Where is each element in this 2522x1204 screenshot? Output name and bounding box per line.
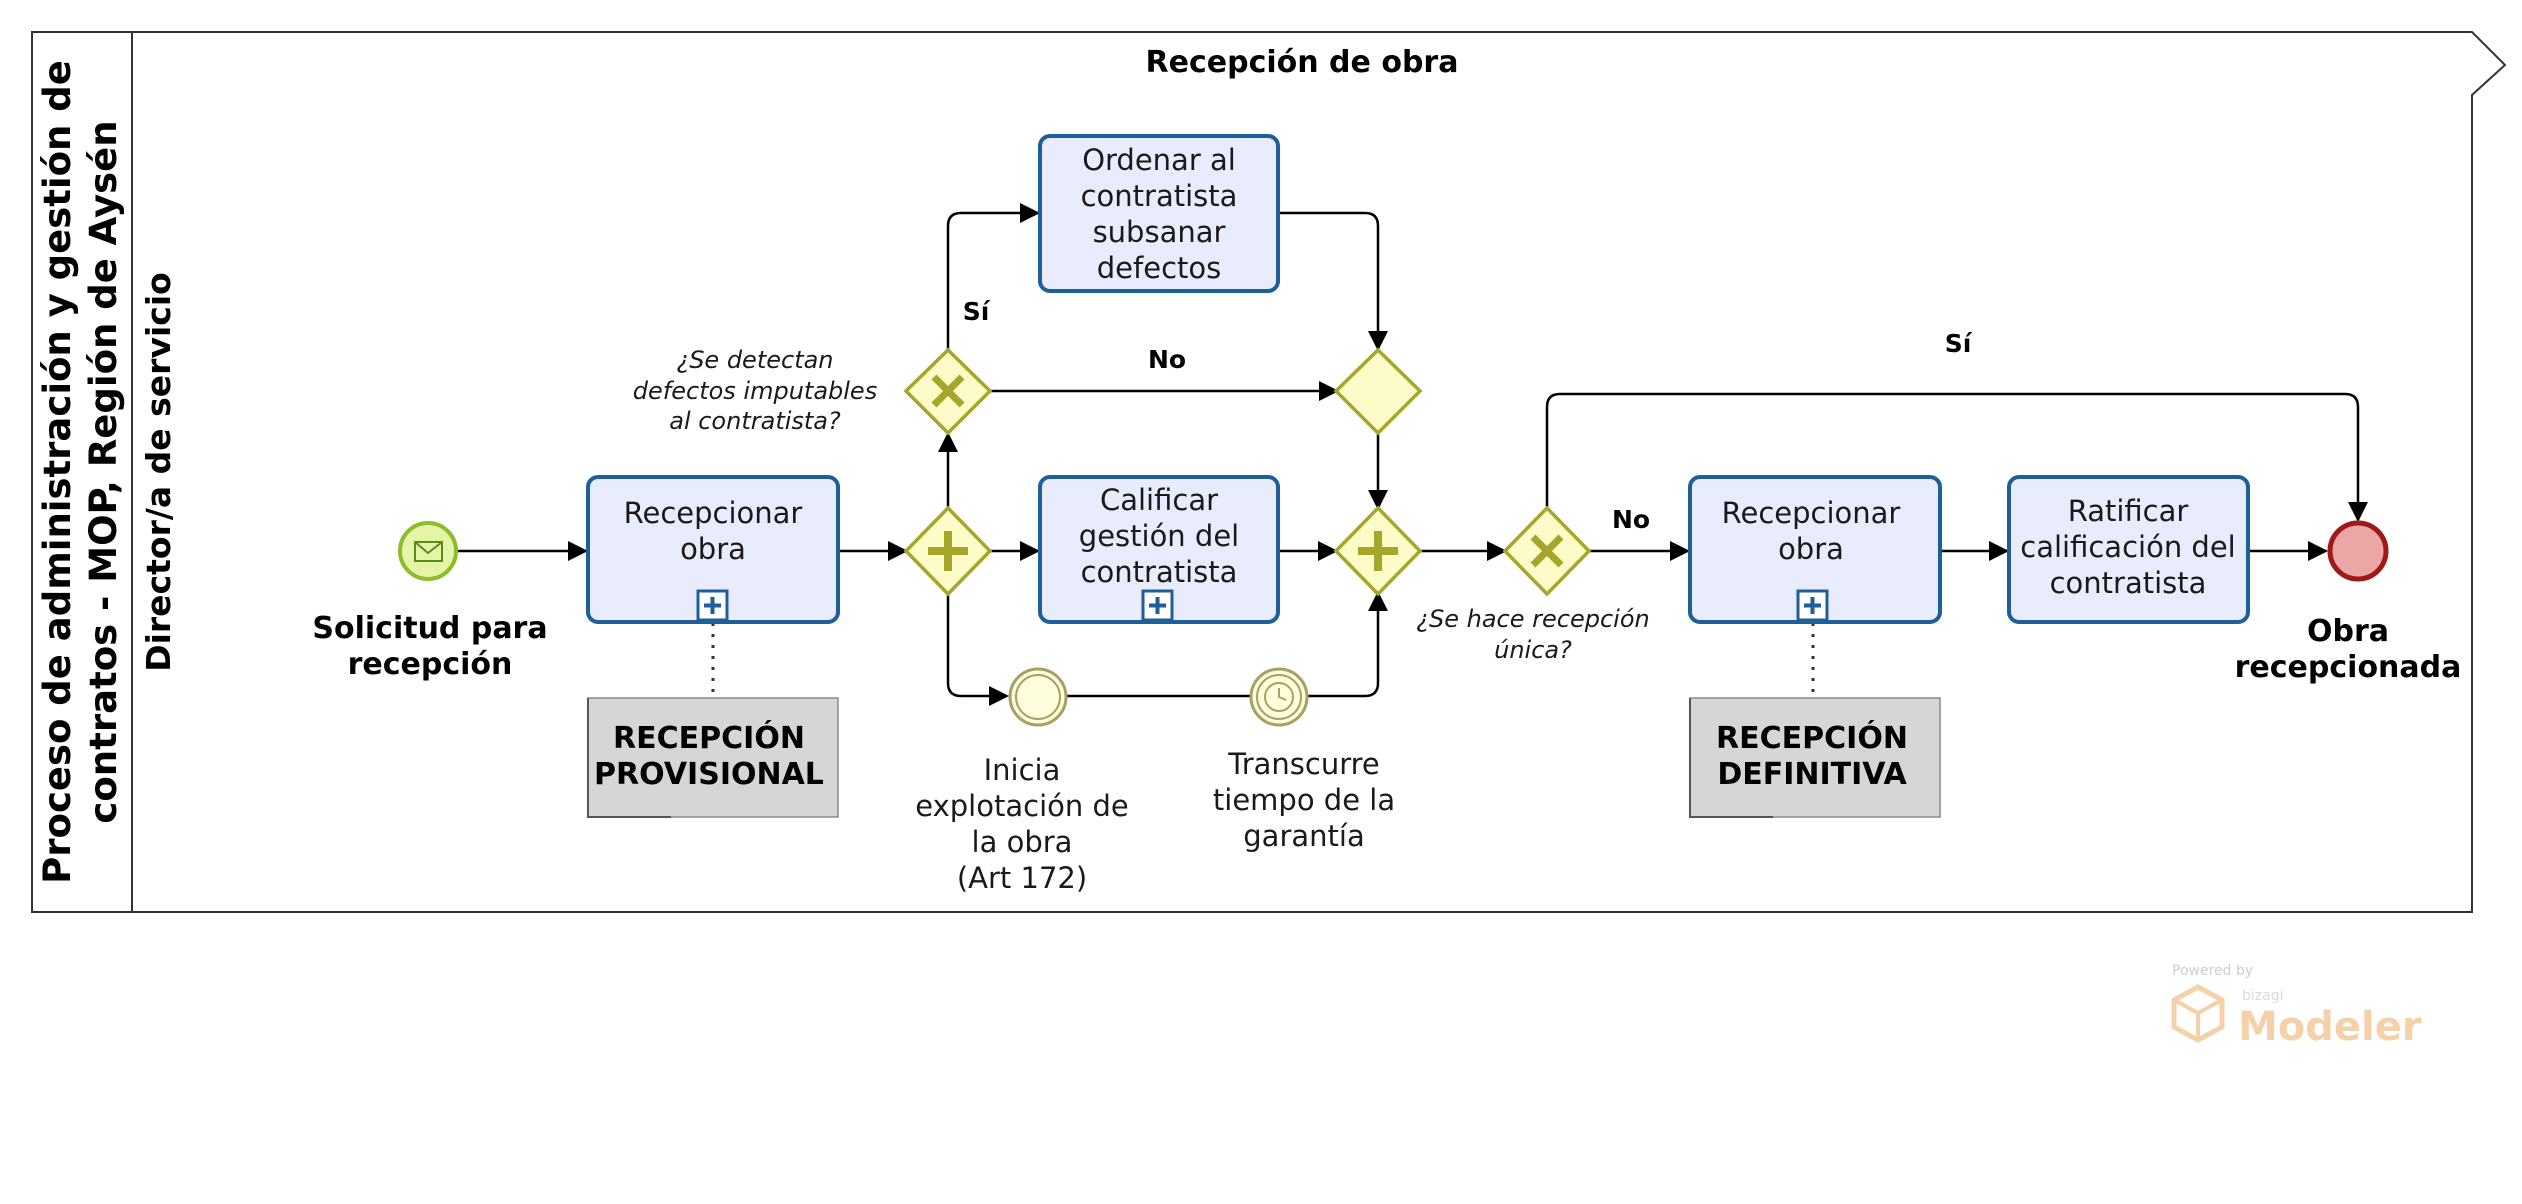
timer-event-transcurre[interactable] <box>1249 667 1309 727</box>
flow-si-to-end[interactable] <box>1545 392 2368 522</box>
subprocess-title: Recepción de obra <box>1146 45 1459 80</box>
annotation-line: DEFINITIVA <box>1717 757 1907 792</box>
task-label: subsanar <box>1093 215 1226 249</box>
task-label: calificación del <box>2020 530 2235 564</box>
flow-label-si: Sí <box>963 297 991 326</box>
task-label: Recepcionar <box>624 496 803 530</box>
gateway-question: ¿Se detectan <box>676 346 833 374</box>
flow-label-si: Sí <box>1945 329 1973 358</box>
annotation-line: RECEPCIÓN <box>1716 719 1908 756</box>
flow-si-to-ordenar[interactable] <box>946 203 1040 352</box>
end-event[interactable] <box>2327 520 2389 582</box>
task-label: Calificar <box>1100 483 1218 517</box>
gateway-question: única? <box>1494 636 1572 664</box>
start-event[interactable] <box>398 521 458 581</box>
start-event-label-1: Solicitud para <box>312 611 547 646</box>
x-icon <box>931 374 965 408</box>
event-label: la obra <box>972 825 1073 859</box>
sequence-flows <box>458 203 2368 706</box>
watermark-brand: Modeler <box>2238 1004 2422 1050</box>
task-label: gestión del <box>1079 519 1239 553</box>
exclusive-gateway-defectos[interactable] <box>903 347 993 436</box>
flow-label-no: No <box>1148 345 1186 374</box>
annotation-line: RECEPCIÓN <box>613 719 805 756</box>
event-label: garantía <box>1243 819 1364 853</box>
task-label: Ordenar al <box>1082 143 1236 177</box>
event-label: (Art 172) <box>957 861 1087 895</box>
gateway-question: ¿Se hace recepción <box>1416 605 1649 633</box>
task-label: Recepcionar <box>1722 496 1901 530</box>
task-ordenar-contratista[interactable]: Ordenar al contratista subsanar defectos <box>1038 134 1280 293</box>
task-label: contratista <box>1081 179 1238 213</box>
pool-name-line2: contratos - MOP, Región de Aysén <box>82 120 125 823</box>
end-event-label-1: Obra <box>2307 614 2389 649</box>
start-event-label-2: recepción <box>348 647 513 682</box>
event-label: Transcurre <box>1227 747 1380 781</box>
parallel-gateway-split[interactable] <box>903 505 993 597</box>
envelope-icon <box>414 541 443 562</box>
task-label: defectos <box>1097 251 1221 285</box>
exclusive-gateway-unica[interactable] <box>1502 505 1592 597</box>
event-label: Inicia <box>984 753 1061 787</box>
task-label: contratista <box>1081 555 1238 589</box>
gateway-question: defectos imputables <box>633 377 877 405</box>
task-label: contratista <box>2050 566 2207 600</box>
flow-parallel-to-inicia[interactable] <box>946 593 1009 706</box>
watermark-brand-small: bizagi <box>2242 988 2283 1004</box>
task-ratificar-calificacion[interactable]: Ratificar calificación del contratista <box>2007 475 2250 624</box>
flow-transcurre-to-join[interactable] <box>1307 591 1388 698</box>
task-calificar-gestion[interactable]: Calificar gestión del contratista <box>1038 475 1280 624</box>
watermark-powered-by: Powered by <box>2172 963 2253 979</box>
pool-name-line1: Proceso de administración y gestión de <box>36 60 79 884</box>
annotation-line: PROVISIONAL <box>594 757 824 792</box>
task-recepcionar-obra-2[interactable]: Recepcionar obra <box>1688 475 1942 624</box>
parallel-gateway-join[interactable] <box>1333 505 1423 597</box>
event-label: tiempo de la <box>1213 783 1395 817</box>
subprocess-expand-icon[interactable] <box>1796 589 1829 622</box>
annotation-definitiva: RECEPCIÓN DEFINITIVA <box>1689 697 1941 818</box>
bizagi-logo-icon <box>2171 984 2225 1043</box>
task-label: Ratificar <box>2068 494 2189 528</box>
subprocess-expand-icon[interactable] <box>696 589 729 622</box>
event-label: explotación de <box>915 789 1128 823</box>
bizagi-watermark: Powered by bizagi Modeler <box>2171 963 2422 1050</box>
flow-label-no: No <box>1612 505 1650 534</box>
task-recepcionar-obra-1[interactable]: Recepcionar obra <box>586 475 840 624</box>
end-event-label-2: recepcionada <box>2235 650 2462 685</box>
annotation-provisional: RECEPCIÓN PROVISIONAL <box>587 697 839 818</box>
x-icon <box>1530 534 1564 568</box>
flow-ordenar-to-merge[interactable] <box>1279 211 1388 351</box>
exclusive-gateway-merge[interactable] <box>1333 347 1423 436</box>
gateway-question: al contratista? <box>669 407 841 435</box>
plus-icon <box>928 531 968 571</box>
task-label: obra <box>1778 532 1844 566</box>
pool: Proceso de administración y gestión de c… <box>31 31 2507 913</box>
task-label: obra <box>680 532 746 566</box>
intermediate-event-inicia[interactable] <box>1008 667 1068 727</box>
subprocess-expand-icon[interactable] <box>1141 589 1174 622</box>
clock-icon <box>1264 682 1294 712</box>
plus-icon <box>1358 531 1398 571</box>
lane-name: Director/a de servicio <box>139 272 178 672</box>
